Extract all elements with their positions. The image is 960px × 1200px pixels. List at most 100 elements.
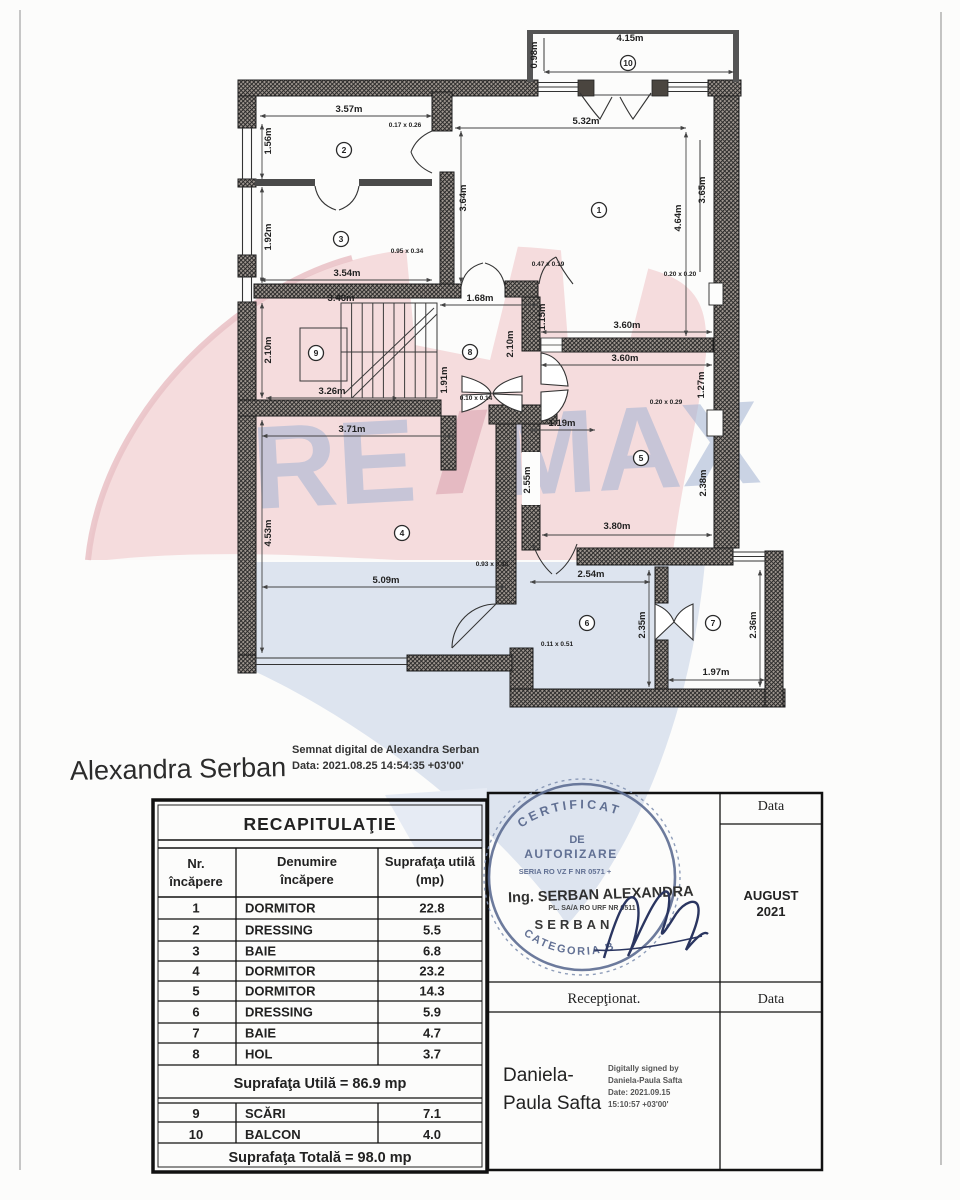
svg-text:BAIE: BAIE [245,1026,276,1041]
svg-text:7: 7 [711,618,716,628]
svg-text:(mp): (mp) [416,872,444,887]
svg-text:1.92m: 1.92m [263,224,274,251]
svg-text:5.32m: 5.32m [573,116,600,127]
svg-text:9: 9 [314,348,319,358]
svg-text:Alexandra Serban: Alexandra Serban [70,752,287,786]
svg-text:1.27m: 1.27m [696,372,707,399]
svg-text:6: 6 [585,618,590,628]
svg-text:15:10:57 +03'00': 15:10:57 +03'00' [608,1100,669,1109]
svg-text:3.57m: 3.57m [336,104,363,115]
svg-text:3.64m: 3.64m [458,185,469,212]
svg-text:Suprafaţa Totală = 98.0 mp: Suprafaţa Totală = 98.0 mp [228,1150,411,1166]
svg-text:2.55m: 2.55m [522,467,533,494]
svg-text:1: 1 [597,205,602,215]
svg-text:2.10m: 2.10m [505,331,516,358]
svg-text:DORMITOR: DORMITOR [245,984,316,999]
svg-text:0.98m: 0.98m [529,42,540,69]
svg-text:2.36m: 2.36m [748,612,759,639]
svg-text:AUTORIZARE: AUTORIZARE [524,847,617,861]
svg-text:0.20 x 0.29: 0.20 x 0.29 [650,399,683,406]
svg-text:Suprafaţa utilă: Suprafaţa utilă [385,854,476,869]
svg-text:DE: DE [569,834,584,846]
svg-text:încăpere: încăpere [168,874,222,889]
svg-text:1.68m: 1.68m [467,293,494,304]
svg-text:Suprafaţa Utilă = 86.9 mp: Suprafaţa Utilă = 86.9 mp [234,1076,407,1092]
svg-text:3: 3 [339,234,344,244]
svg-text:Daniela-: Daniela- [503,1065,574,1086]
svg-text:Digitally signed by: Digitally signed by [608,1064,679,1073]
svg-text:4.7: 4.7 [423,1026,441,1041]
svg-text:3.26m: 3.26m [319,386,346,397]
svg-text:7: 7 [192,1026,199,1041]
svg-text:5.9: 5.9 [423,1005,441,1020]
svg-text:RECAPITULAŢIE: RECAPITULAŢIE [244,814,397,834]
svg-text:5.5: 5.5 [423,923,441,938]
svg-text:6.8: 6.8 [423,944,441,959]
svg-text:0.17 x 0.26: 0.17 x 0.26 [389,122,422,129]
svg-text:0.93 x 0.38: 0.93 x 0.38 [476,561,509,568]
svg-text:încăpere: încăpere [279,872,333,887]
svg-text:Recepţionat.: Recepţionat. [568,991,641,1007]
svg-text:0.47 x 0.19: 0.47 x 0.19 [532,261,565,268]
svg-text:8: 8 [192,1047,199,1062]
svg-text:Daniela-Paula Safta: Daniela-Paula Safta [608,1076,683,1085]
svg-text:1.91m: 1.91m [439,367,450,394]
svg-text:10: 10 [189,1127,203,1142]
svg-text:DORMITOR: DORMITOR [245,964,316,979]
svg-text:3.60m: 3.60m [614,320,641,331]
svg-text:22.8: 22.8 [419,901,444,916]
svg-text:1.19m: 1.19m [549,418,576,429]
svg-text:AUGUST: AUGUST [744,888,799,903]
svg-text:Data: Data [758,992,785,1007]
svg-text:5.09m: 5.09m [373,575,400,586]
svg-text:1.56m: 1.56m [263,128,274,155]
svg-text:Denumire: Denumire [277,854,337,869]
svg-text:1: 1 [192,901,199,916]
svg-text:RE: RE [249,394,420,534]
svg-text:SCĂRI: SCĂRI [245,1106,285,1121]
svg-text:Semnat digital de Alexandra Se: Semnat digital de Alexandra Serban [292,744,480,756]
svg-text:9: 9 [192,1106,199,1121]
svg-text:Ing. SERBAN ALEXANDRA: Ing. SERBAN ALEXANDRA [508,884,695,906]
svg-text:5: 5 [192,984,199,999]
svg-text:3.54m: 3.54m [334,268,361,279]
svg-text:Data: 2021.08.25 14:54:35 +03': Data: 2021.08.25 14:54:35 +03'00' [292,760,464,772]
svg-text:2.35m: 2.35m [637,612,648,639]
svg-text:14.3: 14.3 [419,984,444,999]
svg-text:3.65m: 3.65m [697,177,708,204]
svg-text:8: 8 [468,347,473,357]
svg-text:7.1: 7.1 [423,1106,441,1121]
svg-text:Data: Data [758,799,785,814]
svg-text:Paula Safta: Paula Safta [503,1093,602,1114]
svg-text:4.64m: 4.64m [673,205,684,232]
svg-text:1.97m: 1.97m [703,667,730,678]
svg-text:Nr.: Nr. [187,856,204,871]
svg-text:1.15m: 1.15m [537,304,548,331]
svg-text:BAIE: BAIE [245,944,276,959]
svg-text:BALCON: BALCON [245,1127,301,1142]
svg-text:4: 4 [400,528,405,538]
svg-text:5: 5 [639,453,644,463]
svg-text:2021: 2021 [757,904,786,919]
svg-text:SERBAN: SERBAN [535,917,614,932]
svg-text:Date: 2021.09.15: Date: 2021.09.15 [608,1088,671,1097]
svg-text:4: 4 [192,964,200,979]
svg-text:2.38m: 2.38m [698,470,709,497]
svg-text:3.71m: 3.71m [339,424,366,435]
svg-text:23.2: 23.2 [419,964,444,979]
svg-text:DORMITOR: DORMITOR [245,901,316,916]
svg-text:4.15m: 4.15m [617,33,644,44]
svg-text:DRESSING: DRESSING [245,1005,313,1020]
svg-text:3.7: 3.7 [423,1047,441,1062]
svg-text:0.20 x 0.20: 0.20 x 0.20 [664,271,697,278]
svg-text:DRESSING: DRESSING [245,923,313,938]
svg-text:2.10m: 2.10m [263,337,274,364]
svg-text:2: 2 [342,145,347,155]
svg-text:3.60m: 3.60m [612,353,639,364]
svg-text:2: 2 [192,923,199,938]
svg-text:4.0: 4.0 [423,1127,441,1142]
svg-text:3.46m: 3.46m [328,293,355,304]
svg-text:PL. SA/A RO URF NR 0511: PL. SA/A RO URF NR 0511 [548,905,635,912]
svg-text:SERIA RO VZ F NR 0571 +: SERIA RO VZ F NR 0571 + [519,867,612,876]
svg-text:3.80m: 3.80m [604,521,631,532]
